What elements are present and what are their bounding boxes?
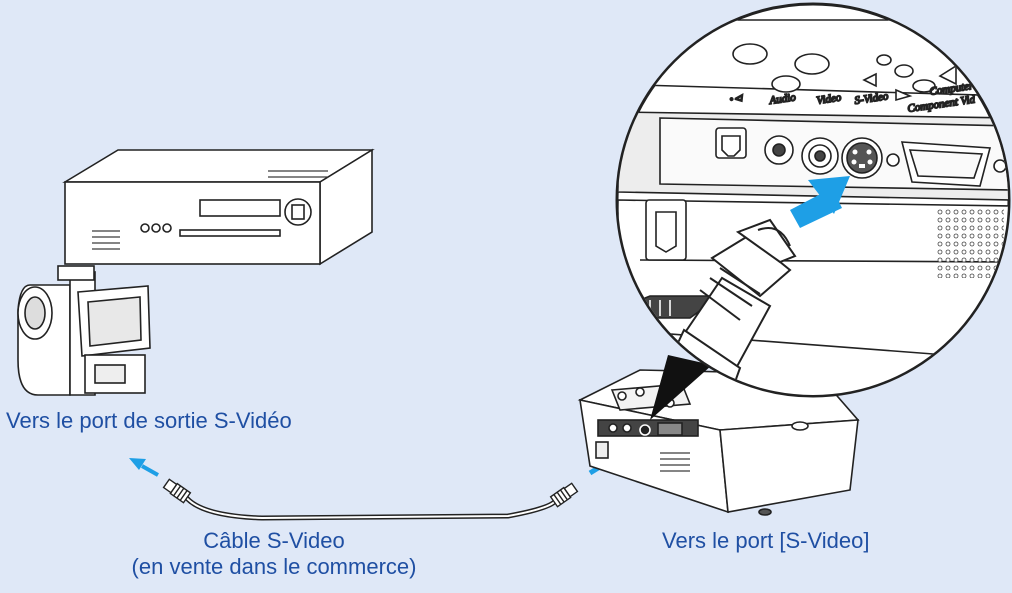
port-label-usb: •⊲ xyxy=(729,92,744,106)
port-label-audio: Audio xyxy=(768,91,797,107)
cable-label: Câble S-Video (en vente dans le commerce… xyxy=(0,528,548,580)
source-direction-arrow-icon xyxy=(129,458,159,477)
port-label-s-video: S-Video xyxy=(854,90,890,107)
camcorder-device-icon xyxy=(17,265,151,396)
s-video-cable-icon xyxy=(162,478,579,521)
cable-label-line1: Câble S-Video xyxy=(203,528,345,553)
port-zoom-magnifier: •⊲ Audio Video S-Video Computer Componen… xyxy=(615,2,1011,398)
cable-label-line2: (en vente dans le commerce) xyxy=(131,554,417,579)
projector-port-label: Vers le port [S-Video] xyxy=(662,528,870,553)
zoom-pointer-icon xyxy=(650,355,712,420)
vcr-device-icon xyxy=(62,148,375,266)
port-label-video: Video xyxy=(816,92,843,107)
source-port-label: Vers le port de sortie S-Vidéo xyxy=(6,408,292,433)
